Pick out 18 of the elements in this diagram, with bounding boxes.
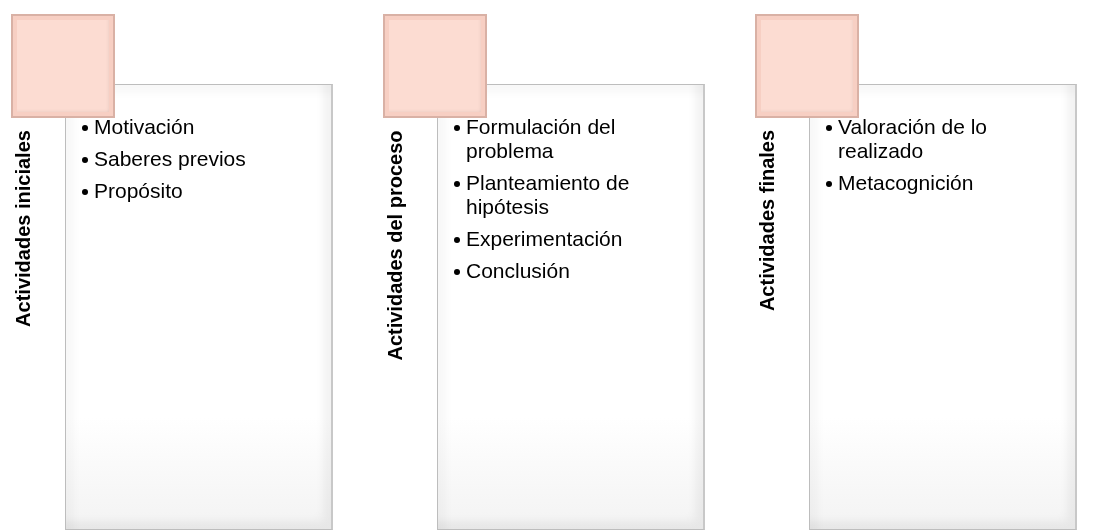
list-item: Planteamiento de hipótesis xyxy=(466,171,630,218)
list-item: Propósito xyxy=(94,179,183,202)
list-item: Metacognición xyxy=(838,171,974,194)
square-tile xyxy=(383,14,487,118)
list-item: Saberes previos xyxy=(94,147,246,170)
rotated-heading: Actividades iniciales xyxy=(11,130,35,327)
list-panel xyxy=(437,84,705,530)
square-tile xyxy=(755,14,859,118)
list-item: Valoración de lo realizado xyxy=(838,115,988,162)
square-tile xyxy=(11,14,115,118)
rotated-heading: Actividades finales xyxy=(755,129,779,312)
list-item: Formulación del problema xyxy=(466,115,616,162)
list-item: Conclusión xyxy=(466,259,570,282)
list-panel xyxy=(65,84,333,530)
list-panel xyxy=(809,84,1077,530)
rotated-heading: Actividades del proceso xyxy=(383,129,407,361)
list-item: Motivación xyxy=(94,115,195,138)
list-item: Experimentación xyxy=(466,227,623,250)
